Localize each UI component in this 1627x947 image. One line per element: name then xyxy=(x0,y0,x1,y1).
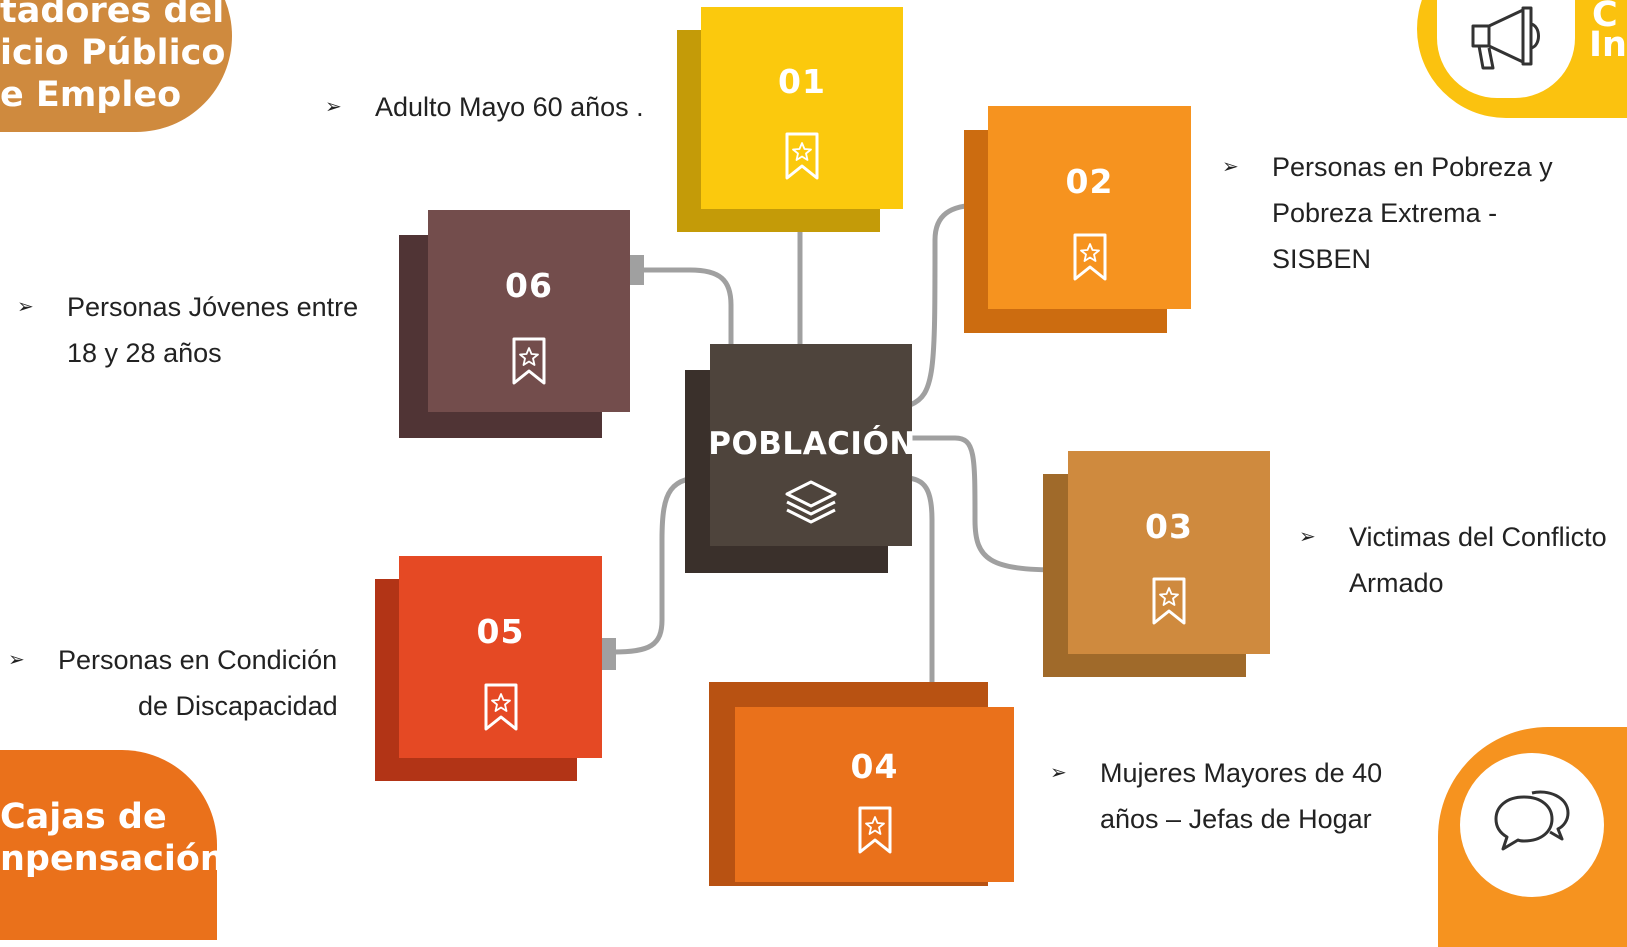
block-03-number: 03 xyxy=(1145,507,1193,546)
corner-bottom-right-circle xyxy=(1460,753,1604,897)
block-01-text-line-1: Adulto Mayo 60 años . xyxy=(375,92,644,122)
bookmark-star-icon xyxy=(484,683,517,731)
bookmark-star-icon xyxy=(785,132,819,180)
center-block-front: POBLACIÓN xyxy=(708,344,915,546)
bookmark-star-icon xyxy=(858,806,891,854)
corner-top-left-line-2: icio Público xyxy=(0,33,226,73)
corner-top-right[interactable]: C Inf xyxy=(1417,0,1627,118)
block-02-number: 02 xyxy=(1065,162,1114,201)
bullet-arrow-icon: ➢ xyxy=(1050,762,1067,784)
corner-top-right-circle xyxy=(1437,0,1575,98)
block-05-number: 05 xyxy=(476,612,525,651)
corner-top-left[interactable]: tadores del icio Público e Empleo xyxy=(0,0,232,132)
block-03-text-line-2: Armado xyxy=(1349,568,1444,598)
corner-top-right-line-1: C xyxy=(1592,0,1618,35)
block-05-text-line-1: Personas en Condición xyxy=(58,645,338,675)
block-02-text-line-3: SISBEN xyxy=(1272,244,1372,274)
corner-bottom-left-line-1: Cajas de xyxy=(0,797,167,837)
block-04-front: 04 xyxy=(735,707,1014,882)
bullet-arrow-icon: ➢ xyxy=(8,649,25,671)
block-01-front: 01 xyxy=(701,7,903,209)
block-02-text-line-2: Pobreza Extrema - xyxy=(1272,198,1498,228)
layers-icon xyxy=(785,480,837,524)
corner-bottom-left-line-2: npensación xyxy=(0,839,225,879)
bookmark-star-icon xyxy=(512,337,546,385)
block-03-text-line-1: Victimas del Conflicto xyxy=(1349,522,1607,552)
block-04-text-line-1: Mujeres Mayores de 40 xyxy=(1100,758,1383,788)
block-06-front: 06 xyxy=(428,210,630,412)
bullet-arrow-icon: ➢ xyxy=(17,296,34,318)
corner-top-left-line-1: tadores del xyxy=(0,0,225,31)
chat-bubbles-icon xyxy=(1494,790,1570,851)
block-06-number: 06 xyxy=(505,266,553,305)
center-title: POBLACIÓN xyxy=(708,426,916,462)
block-01-number: 01 xyxy=(778,62,826,101)
bullet-arrow-icon: ➢ xyxy=(1299,526,1316,548)
bookmark-star-icon xyxy=(1152,577,1186,625)
corner-top-right-line-2: Inf xyxy=(1589,25,1627,65)
megaphone-icon xyxy=(1471,6,1540,70)
bullet-arrow-icon: ➢ xyxy=(1222,156,1239,178)
block-05-text-line-2: de Discapacidad xyxy=(138,691,338,721)
block-04-text-line-2: años – Jefas de Hogar xyxy=(1100,804,1372,834)
block-04-number: 04 xyxy=(850,747,899,786)
block-06-text-line-2: 18 y 28 años xyxy=(67,338,222,368)
block-06-text-line-1: Personas Jóvenes entre xyxy=(67,292,359,322)
corner-bottom-left[interactable]: Cajas de npensación xyxy=(0,750,225,940)
block-02-front: 02 xyxy=(988,106,1191,309)
block-02-text-line-1: Personas en Pobreza y xyxy=(1272,152,1553,182)
block-03-front: 03 xyxy=(1068,451,1270,654)
bookmark-star-icon xyxy=(1073,233,1106,281)
block-05-front: 05 xyxy=(399,556,602,758)
corner-top-left-line-3: e Empleo xyxy=(0,75,182,115)
bullet-arrow-icon: ➢ xyxy=(325,96,342,118)
